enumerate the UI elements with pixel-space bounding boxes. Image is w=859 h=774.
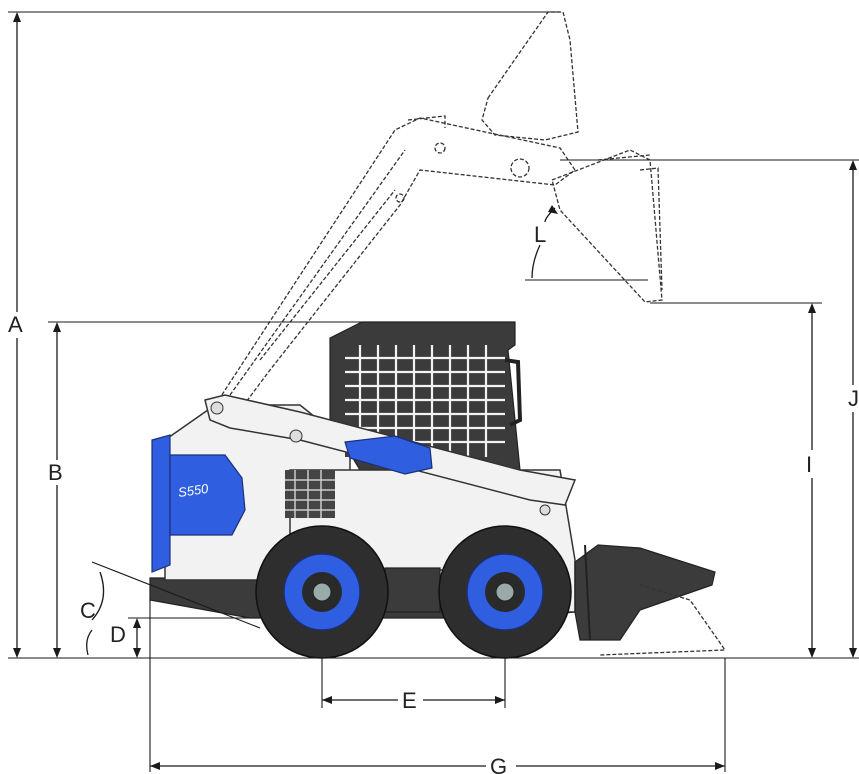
model-badge: S550: [177, 481, 210, 500]
dimension-label-i: I: [806, 452, 812, 477]
front-wheel: [438, 525, 572, 659]
dimension-d: D: [110, 617, 250, 658]
dimension-label-g: G: [490, 754, 507, 774]
dimension-label-c: C: [80, 598, 96, 623]
dimension-l: L: [525, 205, 648, 281]
dimension-label-l: L: [534, 222, 546, 247]
dimension-label-b: B: [48, 460, 63, 485]
raised-lift-arm-outline: [210, 115, 576, 411]
rear-wheel: [255, 525, 389, 659]
dimension-i: I: [650, 302, 822, 658]
dimension-label-e: E: [402, 688, 417, 713]
dimension-label-d: D: [110, 622, 126, 647]
lowered-bucket: [574, 544, 727, 656]
dimension-g: G: [149, 600, 726, 774]
dimension-b: B: [48, 321, 362, 658]
dimension-label-j: J: [848, 386, 859, 411]
dimension-label-a: A: [8, 312, 23, 337]
dimension-e: E: [321, 658, 506, 713]
dimension-c: C: [80, 561, 261, 656]
raised-bucket-outline: [481, 11, 663, 303]
dimension-j: J: [560, 159, 859, 658]
dimension-a: A: [8, 11, 560, 658]
